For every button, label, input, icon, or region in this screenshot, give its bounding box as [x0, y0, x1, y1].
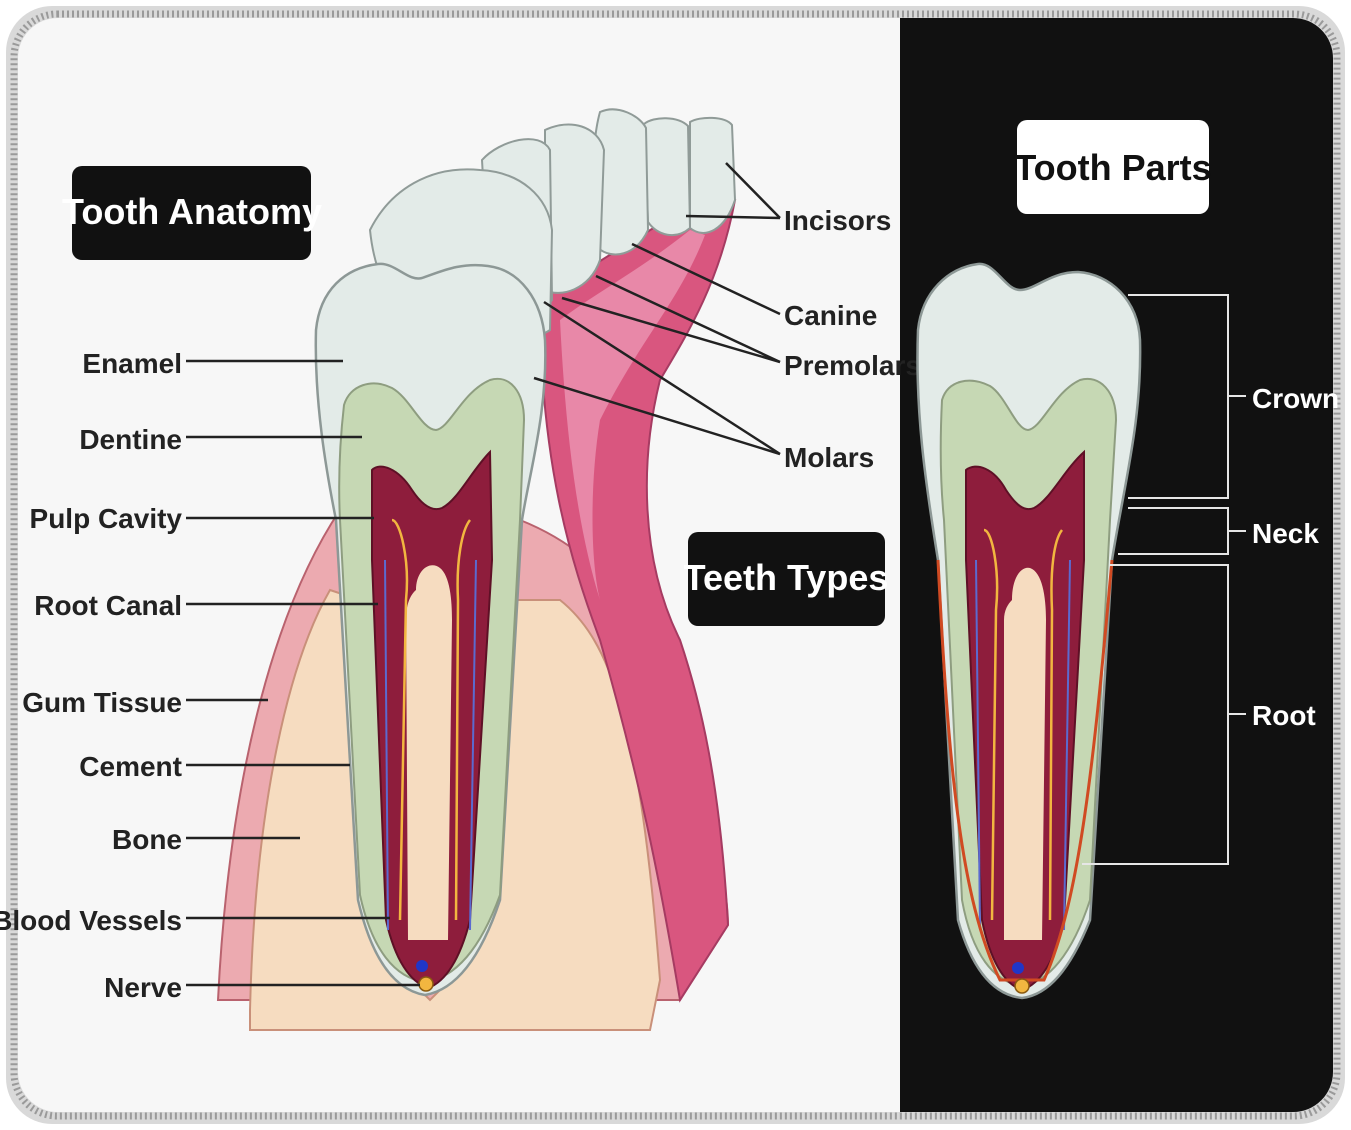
tooth-part-brackets — [1082, 294, 1246, 865]
label-pulp-cavity: Pulp Cavity — [30, 503, 183, 534]
nerve-end — [416, 960, 428, 972]
tooth-part-labels: Crown Neck Root — [1252, 383, 1339, 731]
label-incisors: Incisors — [784, 205, 891, 236]
anatomy-labels: Enamel Dentine Pulp Cavity Root Canal Gu… — [0, 348, 420, 1003]
inter-root-bone — [406, 565, 452, 940]
label-nerve: Nerve — [104, 972, 182, 1003]
label-root-canal: Root Canal — [34, 590, 182, 621]
incisor-2 — [642, 117, 692, 237]
label-dentine: Dentine — [79, 424, 182, 455]
label-blood-vessels: Blood Vessels — [0, 905, 182, 936]
nerve-tip — [418, 976, 434, 992]
single-tooth-illustration — [916, 262, 1142, 1000]
teeth-types-title-text: Teeth Types — [684, 557, 889, 598]
tooth-parts-title: Tooth Parts — [1014, 120, 1212, 214]
label-neck: Neck — [1252, 518, 1319, 549]
label-enamel: Enamel — [82, 348, 182, 379]
teeth-types-title: Teeth Types — [684, 532, 889, 626]
gum-highlight — [560, 230, 705, 600]
tooth-parts-title-text: Tooth Parts — [1014, 147, 1211, 188]
label-molars: Molars — [784, 442, 874, 473]
label-bone: Bone — [112, 824, 182, 855]
tooth-anatomy-title-text: Tooth Anatomy — [62, 191, 322, 232]
teeth-type-labels: Incisors Canine Premolars Molars — [533, 162, 921, 473]
incisor-1 — [689, 116, 737, 234]
label-cement: Cement — [79, 751, 182, 782]
tooth-anatomy-title: Tooth Anatomy — [62, 166, 322, 260]
premolar-1 — [544, 123, 606, 294]
label-gum-tissue: Gum Tissue — [22, 687, 182, 718]
anatomy-illustration — [216, 108, 737, 1031]
stitched-border — [10, 10, 1341, 1120]
label-canine: Canine — [784, 300, 877, 331]
label-root: Root — [1252, 700, 1316, 731]
label-crown: Crown — [1252, 383, 1339, 414]
label-premolars: Premolars — [784, 350, 921, 381]
